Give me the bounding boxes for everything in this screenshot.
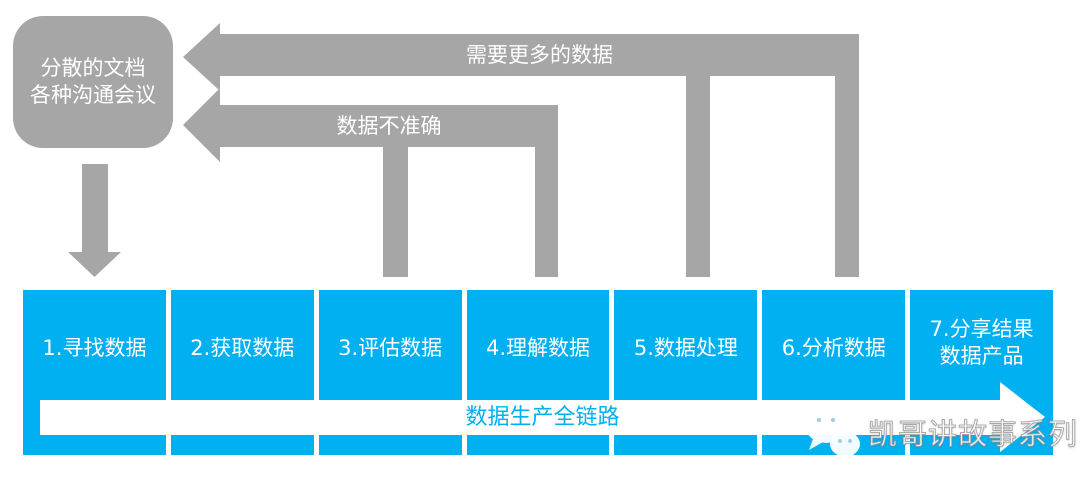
source-box: 分散的文档 各种沟通会议 xyxy=(13,16,173,148)
watermark-text: 凯哥讲故事系列 xyxy=(867,417,1079,452)
down-arrow xyxy=(68,164,121,277)
source-box-line1: 分散的文档 xyxy=(40,56,146,80)
source-box-line2: 各种沟通会议 xyxy=(30,83,156,107)
arrow-more-data-label: 需要更多的数据 xyxy=(466,43,613,67)
watermark: 凯哥讲故事系列 xyxy=(802,404,1078,460)
wechat-icon xyxy=(805,407,860,460)
arrow-inaccurate-label: 数据不准确 xyxy=(336,114,442,138)
